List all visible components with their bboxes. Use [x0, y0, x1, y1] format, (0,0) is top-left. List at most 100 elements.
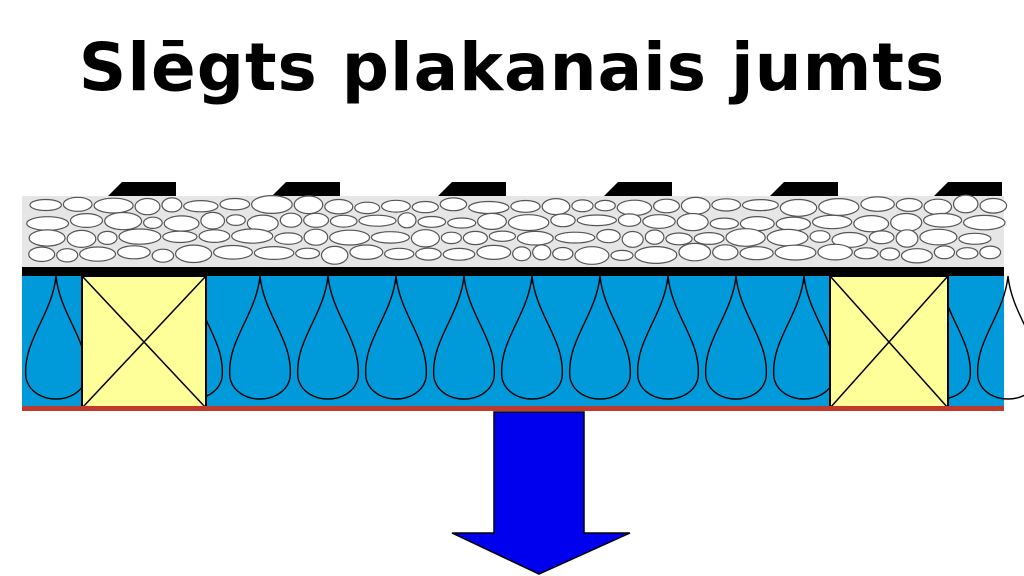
gravel-stone — [693, 232, 725, 246]
gravel-stone — [415, 247, 442, 261]
gravel-stone — [439, 197, 468, 212]
gravel-stone — [853, 214, 890, 233]
gravel-stone — [329, 214, 358, 228]
gravel-stone — [958, 232, 992, 245]
gravel-stone — [462, 230, 488, 246]
gravel-stone — [213, 244, 254, 260]
gravel-stone — [303, 212, 330, 228]
gravel-stone — [134, 197, 161, 216]
gravel-stone — [725, 228, 766, 247]
gravel-stone — [853, 247, 879, 260]
gravel-stone — [231, 228, 274, 244]
gravel-stone — [576, 214, 618, 227]
joist-cross-line — [829, 275, 949, 409]
gravel-stone — [665, 232, 693, 246]
cap-element — [934, 182, 1002, 196]
gravel-stone — [979, 245, 1002, 260]
gravel-stone — [103, 211, 143, 231]
gravel-stone — [779, 198, 818, 217]
gravel-stone — [621, 230, 644, 248]
gravel-stone — [574, 246, 610, 265]
gravel-stone — [979, 197, 1008, 214]
gravel-stone — [29, 198, 62, 212]
gravel-stone — [225, 214, 246, 227]
gravel-stone — [198, 229, 231, 244]
gravel-stone — [900, 248, 933, 264]
gravel-stone — [358, 214, 397, 227]
gravel-stone — [532, 244, 552, 261]
gravel-stone — [594, 199, 616, 212]
gravel-stone — [28, 229, 66, 247]
wool-curve — [229, 275, 291, 400]
gravel-stones — [26, 194, 1008, 265]
joist-cross-line — [81, 275, 207, 409]
gravel-stone — [868, 230, 895, 245]
gravel-stone — [324, 198, 354, 215]
gravel-stone — [818, 198, 860, 217]
gravel-stone — [895, 229, 919, 248]
gravel-stone — [774, 244, 817, 261]
gravel-stone — [923, 198, 953, 216]
gravel-stone — [97, 230, 118, 245]
gravel-stone — [62, 196, 93, 212]
gravel-stone — [151, 248, 175, 263]
gravel-stone — [116, 245, 151, 260]
gravel-stone — [922, 212, 963, 228]
gravel-stone — [468, 200, 510, 215]
gravel-stone — [652, 198, 680, 214]
gravel-stone — [642, 214, 676, 229]
gravel-stone — [417, 215, 447, 228]
gravel-stone — [477, 212, 508, 230]
gravel-stone — [253, 246, 295, 261]
gravel-stone — [955, 247, 979, 260]
waterproof-membrane — [22, 267, 1004, 276]
gravel-stone — [163, 215, 200, 232]
wool-curve — [365, 275, 427, 400]
gravel-stone — [644, 229, 665, 245]
wool-curve — [297, 275, 359, 400]
wool-curve — [773, 275, 835, 400]
gravel-stone — [634, 246, 678, 265]
gravel-stone — [711, 244, 739, 261]
wool-curve — [501, 275, 563, 400]
diagram-title: Slēgts plakanais jumts — [78, 29, 946, 106]
gravel-stone — [952, 194, 979, 214]
cap-element — [604, 182, 672, 196]
gravel-stone — [370, 231, 410, 244]
gravel-stone — [678, 242, 712, 262]
gravel-stone — [890, 212, 923, 233]
gravel-stone — [250, 195, 293, 215]
gravel-stone — [26, 216, 70, 231]
gravel-stone — [711, 198, 742, 212]
gravel-stone — [676, 212, 709, 232]
heat-flow-arrow — [451, 411, 631, 575]
gravel-stone — [962, 214, 1006, 231]
gravel-stone — [381, 199, 411, 213]
gravel-stone — [809, 230, 831, 243]
gravel-stone — [329, 229, 371, 246]
gravel-stone — [69, 213, 104, 229]
gravel-stone — [516, 230, 554, 246]
cap-element — [770, 182, 838, 196]
gravel-stone — [440, 231, 462, 245]
gravel-stone — [879, 247, 901, 261]
timber-joist-right — [829, 275, 949, 409]
gravel-layer — [22, 194, 1008, 268]
gravel-stone — [162, 230, 198, 244]
gravel-stone — [817, 243, 853, 261]
gravel-stone — [295, 247, 321, 260]
gravel-stone — [66, 229, 97, 248]
wool-curve — [977, 275, 1024, 400]
gravel-stone — [552, 246, 574, 261]
top-cap-elements — [108, 182, 1002, 196]
gravel-stone — [200, 211, 226, 230]
cap-element — [272, 182, 340, 196]
gravel-stone — [397, 212, 417, 229]
gravel-stone — [219, 197, 251, 211]
cap-element — [108, 182, 176, 196]
gravel-stone — [293, 195, 324, 215]
gravel-stone — [766, 228, 809, 247]
gravel-stone — [349, 244, 384, 260]
gravel-stone — [93, 197, 134, 214]
